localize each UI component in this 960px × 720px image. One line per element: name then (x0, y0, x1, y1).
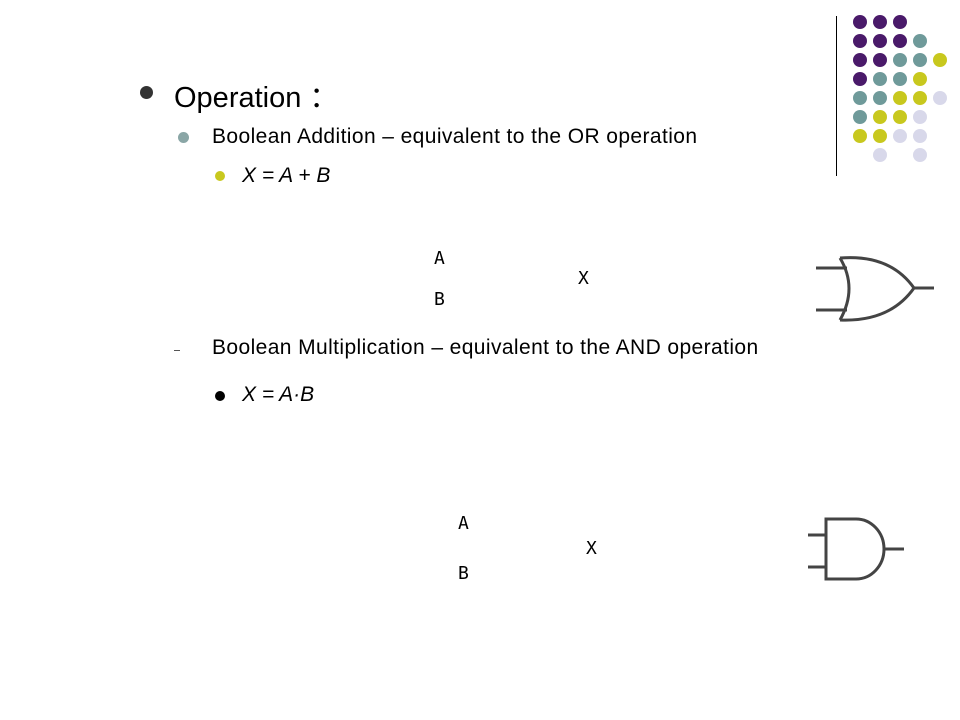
and-section-title-text: Boolean Multiplication – equivalent to t… (212, 336, 759, 359)
or-formula: X = A + B (242, 164, 331, 187)
decorative-dot (873, 15, 887, 29)
decorative-dot (913, 110, 927, 124)
and-gate-icon (808, 517, 904, 581)
decorative-dot (873, 72, 887, 86)
vertical-divider-line (836, 16, 837, 176)
decorative-dot (913, 53, 927, 67)
decorative-dot (873, 91, 887, 105)
decorative-dot-grid (848, 8, 960, 162)
decorative-dot (913, 34, 927, 48)
decorative-dot (873, 53, 887, 67)
decorative-dot (873, 110, 887, 124)
decorative-dot (853, 34, 867, 48)
decorative-dot (893, 129, 907, 143)
decorative-dot (853, 15, 867, 29)
decorative-dot (853, 53, 867, 67)
and-section-title: Boolean Multiplication – equivalent to t… (212, 336, 782, 360)
decorative-dot (893, 91, 907, 105)
and-formula-bullet (215, 391, 225, 401)
decorative-dot (913, 148, 927, 162)
decorative-dot (853, 91, 867, 105)
decorative-dot (873, 148, 887, 162)
slide-heading: Operation ： (174, 82, 339, 114)
and-input-label-a: A (458, 513, 469, 534)
and-output-label-x: X (586, 538, 597, 559)
or-title-bullet (178, 132, 189, 143)
decorative-dot (873, 129, 887, 143)
decorative-dot (893, 53, 907, 67)
decorative-dot (893, 34, 907, 48)
and-input-label-b: B (458, 563, 469, 584)
decorative-dot (893, 15, 907, 29)
decorative-dot (853, 72, 867, 86)
decorative-dot (933, 53, 947, 67)
decorative-dot (893, 72, 907, 86)
or-gate-icon (816, 256, 934, 322)
decorative-dot (913, 91, 927, 105)
decorative-dot (933, 91, 947, 105)
decorative-dot (913, 72, 927, 86)
or-section-title: Boolean Addition – equivalent to the OR … (212, 125, 698, 148)
or-formula-bullet (215, 171, 225, 181)
decorative-dot (873, 34, 887, 48)
or-output-label-x: X (578, 268, 589, 289)
decorative-dot (913, 129, 927, 143)
or-input-label-b: B (434, 289, 445, 310)
heading-bullet (140, 86, 153, 99)
decorative-dot (893, 110, 907, 124)
or-input-label-a: A (434, 248, 445, 269)
decorative-dot (853, 129, 867, 143)
and-title-bullet (174, 350, 180, 351)
and-formula: X = A·B (242, 383, 315, 406)
decorative-dot (853, 110, 867, 124)
